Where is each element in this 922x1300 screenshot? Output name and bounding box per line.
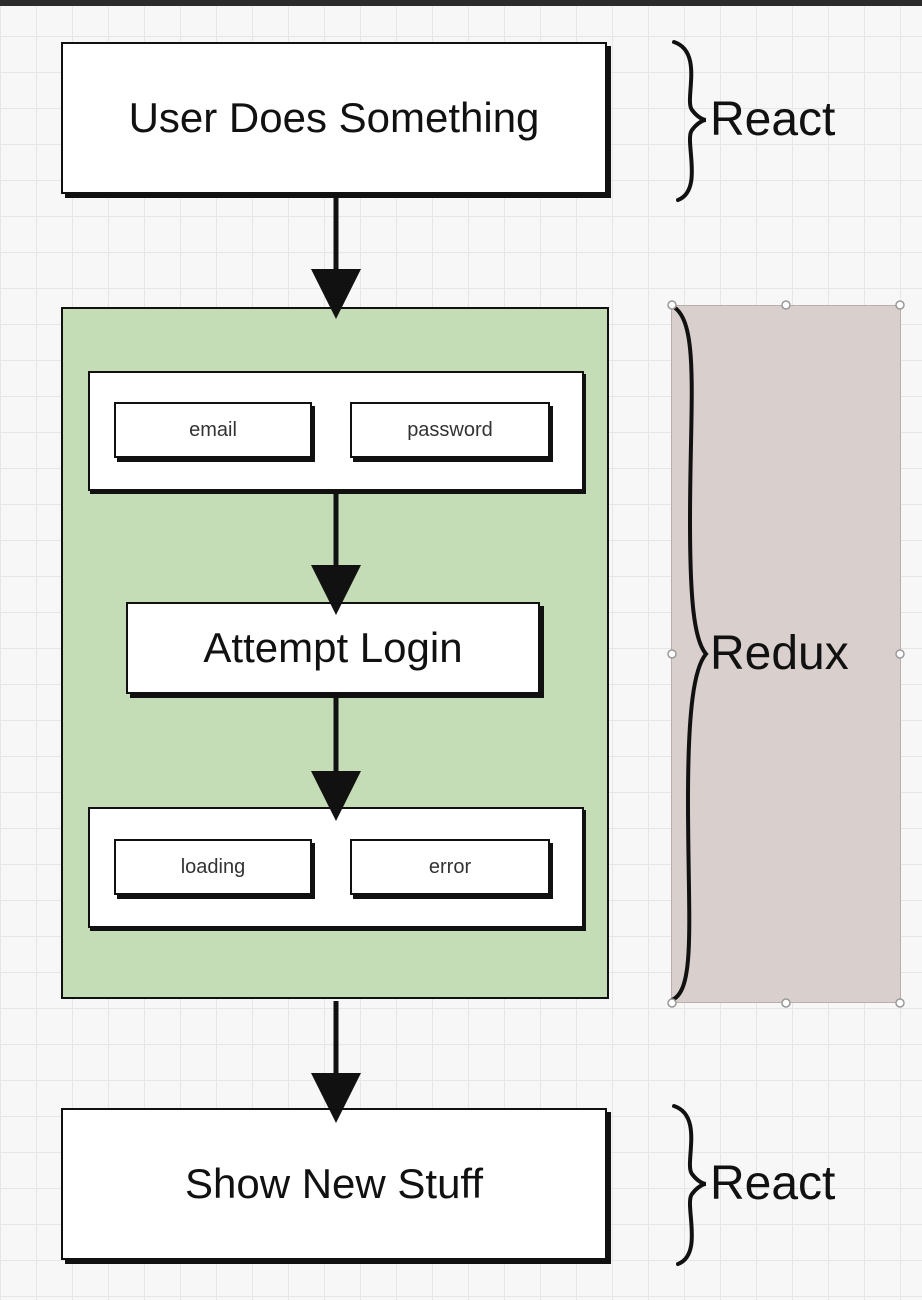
password-field-box[interactable]: password	[350, 402, 550, 458]
email-field-box[interactable]: email	[114, 402, 312, 458]
redux-label: Redux	[710, 627, 849, 680]
top-brace-icon	[672, 40, 707, 202]
show-new-stuff-box[interactable]: Show New Stuff	[61, 1108, 607, 1260]
react-label-top: React	[710, 93, 836, 146]
show-new-stuff-label: Show New Stuff	[184, 1160, 484, 1207]
user-does-something-label: User Does Something	[128, 94, 540, 141]
bottom-brace-icon	[672, 1104, 707, 1266]
user-does-something-box[interactable]: User Does Something	[61, 42, 607, 194]
attempt-login-label: Attempt Login	[203, 624, 463, 671]
error-field-label: error	[428, 855, 472, 878]
react-label-bottom: React	[710, 1157, 836, 1210]
attempt-login-box[interactable]: Attempt Login	[126, 602, 540, 694]
redux-brace-icon	[670, 304, 709, 1002]
loading-field-box[interactable]: loading	[114, 839, 312, 895]
email-field-label: email	[189, 418, 237, 441]
loading-field-label: loading	[180, 855, 246, 878]
redux-selection-highlight[interactable]	[671, 305, 901, 1003]
password-field-label: password	[407, 418, 493, 441]
top-bar	[0, 0, 922, 6]
selection-handles[interactable]	[667, 300, 905, 1008]
error-field-box[interactable]: error	[350, 839, 550, 895]
